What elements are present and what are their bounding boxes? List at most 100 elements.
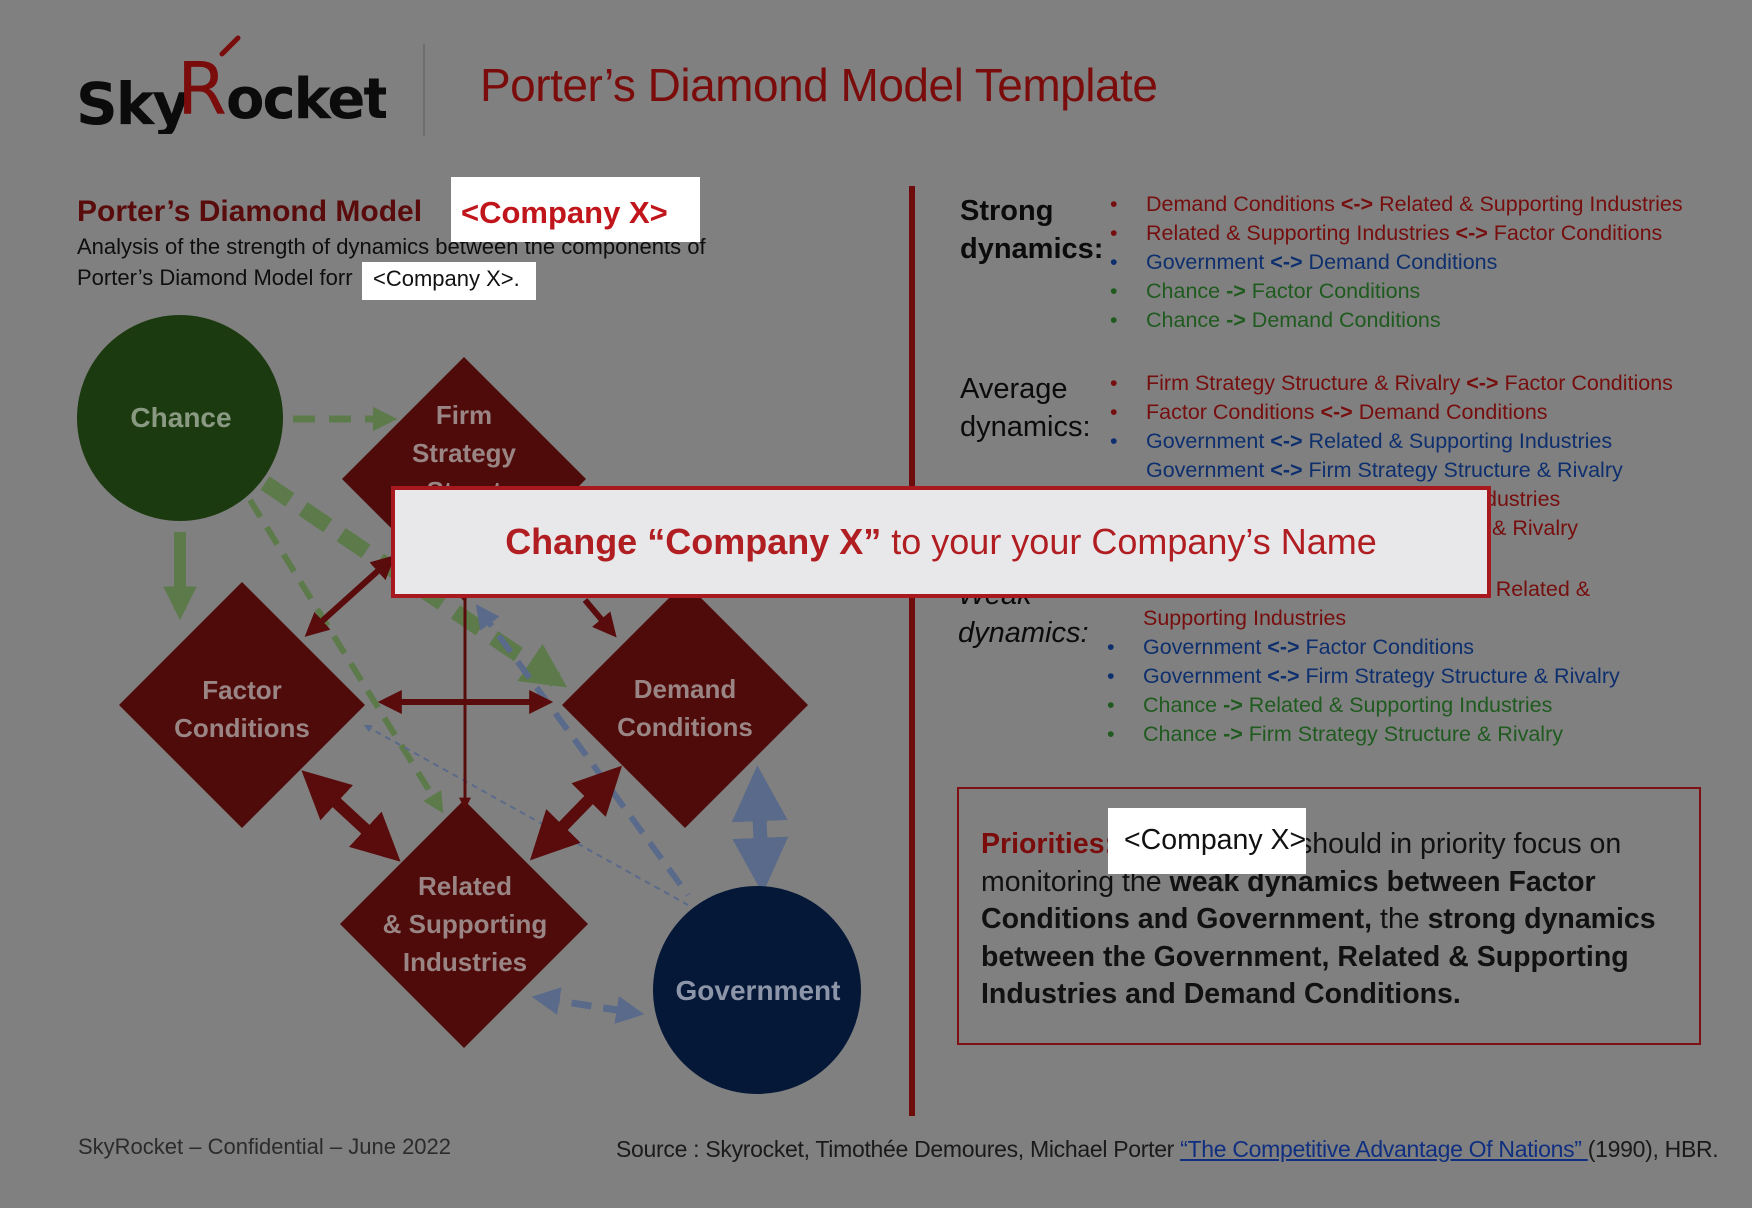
arrow-firm-demand	[582, 598, 617, 638]
factor-label-line2: Conditions	[174, 713, 310, 743]
strong-dynamic-item: • Chance -> Factor Conditions	[1110, 277, 1683, 306]
average-dynamics-label: Average dynamics:	[960, 370, 1091, 446]
dynamic-from: Government	[1146, 458, 1271, 482]
dynamic-from: Firm Strategy Structure & Rivalry	[1146, 371, 1467, 395]
related-label-line1: Related	[418, 871, 512, 901]
vertical-divider	[909, 186, 915, 1116]
logo-letter-r: R	[177, 47, 227, 131]
bullet-icon: •	[1107, 722, 1115, 746]
dynamic-to: Demand Conditions	[1302, 250, 1498, 274]
bullet-icon: •	[1110, 429, 1118, 453]
dynamic-to: Related &	[1489, 577, 1591, 601]
dynamic-to: Supporting Industries	[1143, 606, 1347, 630]
bullet-icon: •	[1110, 250, 1118, 274]
dynamic-to: Firm Strategy Structure & Rivalry	[1302, 458, 1623, 482]
dynamic-symbol: ->	[1223, 722, 1243, 746]
strong-dynamics-label: Strong dynamics:	[960, 192, 1103, 268]
arrow-related-demand	[529, 765, 623, 861]
footer-confidential: SkyRocket – Confidential – June 2022	[78, 1134, 452, 1159]
factor-label-line1: Factor	[202, 675, 281, 705]
related-supporting-node	[340, 800, 588, 1048]
dynamic-to: Factor Conditions	[1498, 371, 1673, 395]
company-placeholder-priorities[interactable]: <Company X>	[1108, 808, 1306, 874]
bullet-icon: •	[1107, 693, 1115, 717]
factor-conditions-node	[119, 582, 365, 828]
dynamic-from: Chance	[1146, 279, 1227, 303]
weak-dynamic-item: •Chance -> Related & Supporting Industri…	[1107, 691, 1620, 720]
header-divider	[423, 44, 425, 136]
footer-source: Source : Skyrocket, Timothée Demoures, M…	[616, 1136, 1719, 1163]
government-node	[653, 886, 861, 1094]
diamond-diagram: Chance Government Firm Strategy Struct F…	[77, 315, 861, 1094]
dynamic-from: Government	[1143, 635, 1268, 659]
weak-label-line2: dynamics:	[958, 617, 1089, 649]
dynamic-symbol: ->	[1226, 308, 1246, 332]
dynamic-from: Related & Supporting Industries	[1146, 221, 1456, 245]
demand-conditions-node	[562, 582, 808, 828]
dynamic-to: Firm Strategy Structure & Rivalry	[1242, 722, 1563, 746]
related-label-line3: Industries	[403, 947, 527, 977]
weak-dynamics-list: •-> Related &•Supporting Industries•Gove…	[1107, 575, 1620, 749]
dynamic-to: dustries	[1485, 487, 1561, 511]
bullet-icon: •	[1107, 664, 1115, 688]
bullet-icon: •	[1107, 635, 1115, 659]
dynamic-symbol: <->	[1320, 400, 1353, 424]
bullet-icon: •	[1110, 279, 1118, 303]
firm-label-line2: Strategy	[412, 438, 517, 468]
dynamic-from: Chance	[1146, 308, 1227, 332]
arrow-government-related	[531, 987, 645, 1024]
source-link[interactable]: “The Competitive Advantage Of Nations”	[1180, 1136, 1588, 1162]
dynamic-to: Related & Supporting Industries	[1373, 192, 1683, 216]
demand-label-line1: Demand	[634, 674, 737, 704]
dynamic-symbol: <->	[1340, 192, 1374, 216]
callout-rest-text: to your your Company’s Name	[881, 521, 1377, 562]
firm-label-line1: Firm	[436, 400, 492, 430]
arrow-government-demand	[731, 765, 789, 894]
average-dynamics-list: • Firm Strategy Structure & Rivalry <-> F…	[1110, 369, 1673, 543]
dynamic-to: Demand Conditions	[1352, 400, 1548, 424]
weak-dynamic-item: •Supporting Industries	[1107, 604, 1620, 633]
strong-label-line1: Strong	[960, 195, 1054, 227]
dynamic-from: Chance	[1143, 722, 1224, 746]
bullet-icon: •	[1110, 308, 1118, 332]
strong-dynamics-list: • Demand Conditions <-> Related & Support…	[1110, 190, 1683, 335]
related-label-line2: & Supporting	[383, 909, 548, 939]
skyrocket-logo: Sky R ocket	[76, 35, 386, 134]
bullet-icon: •	[1110, 371, 1118, 395]
strong-dynamic-item: •Demand Conditions <-> Related & Support…	[1110, 190, 1683, 219]
dynamic-from: Government	[1143, 664, 1268, 688]
priorities-label: Priorities:	[981, 828, 1115, 860]
strong-dynamic-item: •Related & Supporting Industries <-> Fac…	[1110, 219, 1683, 248]
arrow-factor-related	[301, 770, 401, 862]
dynamic-symbol: <->	[1455, 221, 1488, 245]
priorities-box	[957, 787, 1701, 1045]
dynamic-from: Factor Conditions	[1146, 400, 1321, 424]
strong-label-line2: dynamics:	[960, 233, 1104, 265]
weak-dynamic-item: •Government <-> Firm Strategy Structure …	[1107, 662, 1620, 691]
dynamic-to: Firm Strategy Structure & Rivalry	[1299, 664, 1620, 688]
dynamic-to: Factor Conditions	[1245, 279, 1421, 303]
weak-dynamic-item: •Government <-> Factor Conditions	[1107, 633, 1620, 662]
callout-text: Change “Company X” to your your Company’…	[505, 521, 1377, 562]
section-title: Porter’s Diamond Model	[77, 195, 423, 228]
arrow-factor-firm	[304, 555, 396, 637]
dynamic-from: Demand Conditions	[1146, 192, 1341, 216]
average-dynamic-item: •Government <-> Related & Supporting Ind…	[1110, 427, 1673, 456]
arrow-chance-related	[247, 498, 444, 814]
average-label-line1: Average	[960, 373, 1068, 405]
company-placeholder-title[interactable]: <Company X>	[451, 177, 700, 242]
dynamic-from: Chance	[1143, 693, 1224, 717]
bullet-icon: •	[1110, 221, 1118, 245]
logo-text-ocket: ocket	[226, 67, 386, 132]
dynamic-to: Related & Supporting Industries	[1242, 693, 1553, 717]
dynamic-symbol: ->	[1226, 279, 1246, 303]
priorities-text: Priorities:should in priority focus on m…	[981, 826, 1681, 1014]
dynamic-to: Related & Supporting Industries	[1302, 429, 1613, 453]
strong-dynamic-item: •Government <-> Demand Conditions	[1110, 248, 1683, 277]
change-company-callout[interactable]: Change “Company X” to your your Company’…	[391, 486, 1491, 598]
callout-strong-text: Change “Company X”	[505, 521, 882, 562]
dynamic-to: Demand Conditions	[1245, 308, 1441, 332]
dynamic-to: Factor Conditions	[1299, 635, 1475, 659]
company-placeholder-subtitle[interactable]: <Company X>.	[362, 262, 536, 300]
footer-source-suffix: (1990), HBR.	[1587, 1136, 1719, 1162]
